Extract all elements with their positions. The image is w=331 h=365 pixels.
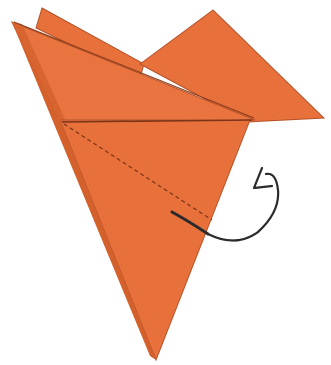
origami-fold-illustration (0, 0, 331, 365)
origami-diagram (0, 0, 331, 365)
